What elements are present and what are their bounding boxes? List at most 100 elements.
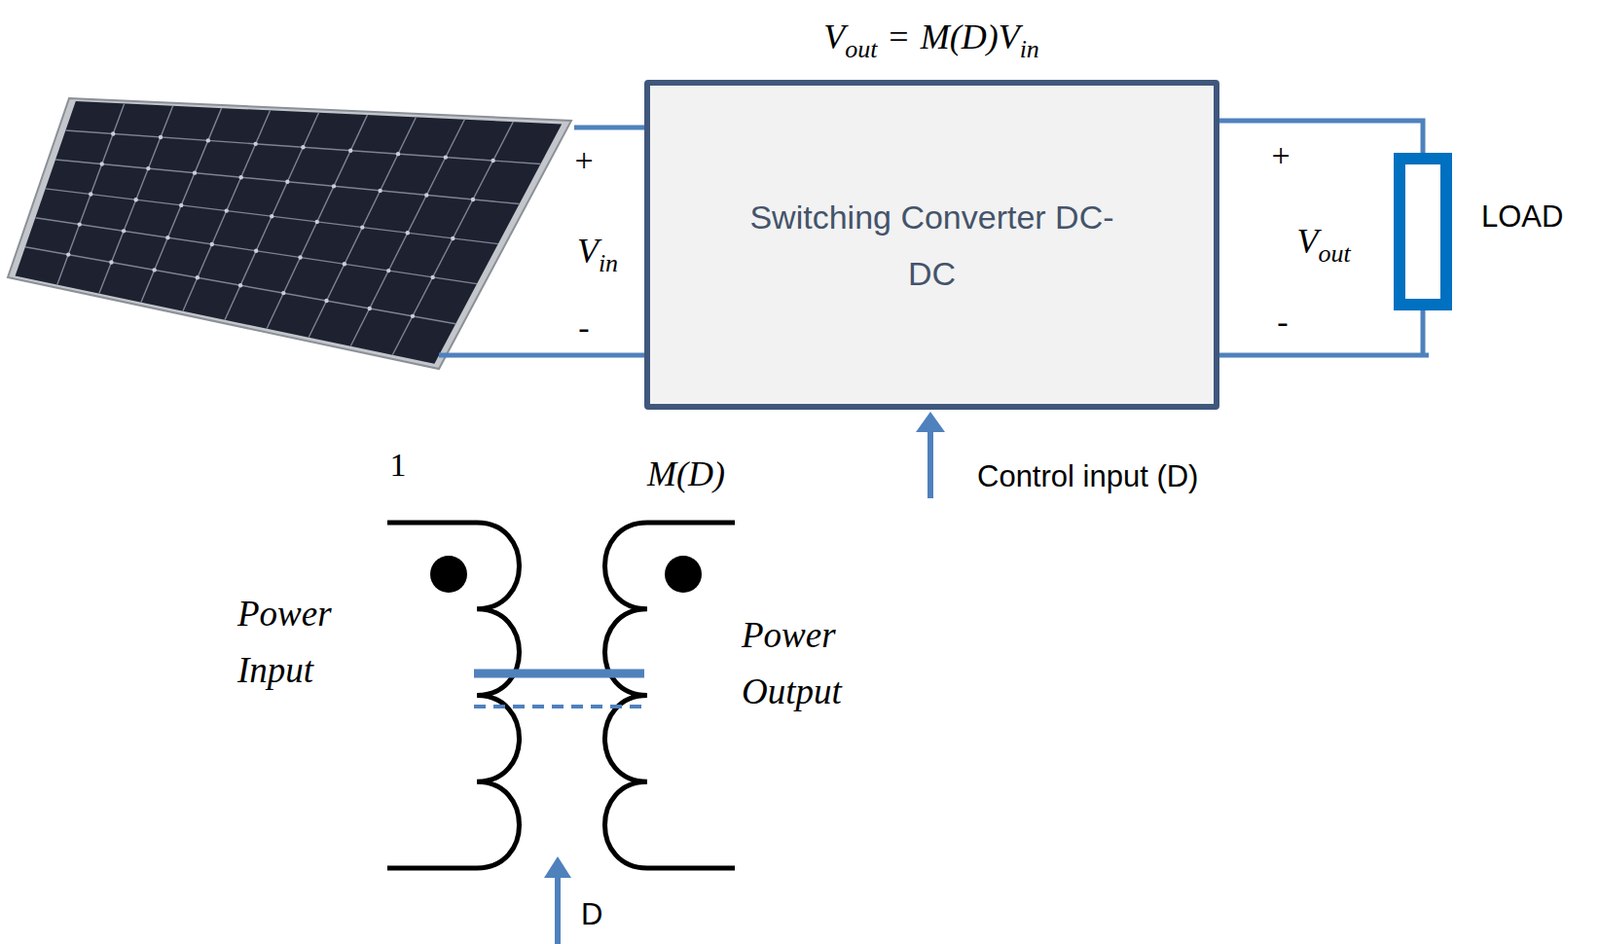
cell-dot: [76, 221, 81, 226]
cell-line: [392, 121, 513, 356]
polarity-sign: +: [574, 142, 593, 180]
math-subscript: out: [844, 35, 877, 64]
cell-dot: [179, 203, 183, 208]
cell-line: [224, 112, 320, 321]
cell-dot: [210, 242, 215, 247]
control-label: Control input (D): [977, 459, 1199, 495]
load-label: LOAD: [1481, 199, 1564, 235]
cell-dot: [405, 230, 410, 235]
control-arrow: [554, 875, 561, 944]
math-subscript: out: [1317, 239, 1350, 268]
cell-line: [266, 114, 367, 329]
polarity-dot: [664, 555, 702, 593]
polarity-sign: +: [1271, 137, 1290, 175]
turns-ratio: 1: [390, 446, 407, 484]
cell-dot: [367, 306, 372, 311]
cell-dot: [490, 158, 495, 163]
cell-dot: [424, 192, 429, 197]
cell-dot: [443, 154, 448, 159]
polarity-sign: -: [1276, 303, 1288, 341]
polarity-dot: [430, 555, 468, 593]
cell-dot: [360, 224, 364, 229]
cell-dot: [254, 249, 258, 254]
cell-dot: [269, 214, 274, 219]
port-label: Power Output: [741, 607, 888, 721]
polarity-sign: -: [578, 309, 589, 347]
cell-line: [55, 159, 520, 205]
cell-dot: [145, 166, 150, 171]
cell-dot: [100, 161, 105, 166]
port-label: Power Input: [237, 585, 374, 699]
cell-dot: [158, 135, 163, 140]
turns-ratio: M(D): [647, 453, 726, 495]
cell-dot: [386, 268, 391, 273]
panel-frame: [7, 98, 572, 369]
cell-dot: [165, 235, 170, 240]
cell-dot: [281, 290, 286, 295]
math-operator: =: [888, 17, 909, 57]
math-symbol: V: [1296, 221, 1318, 261]
math-symbol: M(D): [920, 17, 999, 57]
cell-dot: [151, 267, 156, 272]
cell-dot: [238, 175, 243, 180]
voltage-label: Vin: [577, 233, 619, 277]
wire: [1420, 309, 1426, 356]
cell-dot: [430, 275, 435, 280]
cell-line: [35, 218, 477, 285]
cell-dot: [331, 183, 336, 188]
cell-dot: [66, 252, 71, 256]
cell-dot: [396, 151, 400, 156]
cell-dot: [377, 188, 382, 193]
wire: [1219, 353, 1429, 359]
secondary-winding: [605, 522, 736, 869]
cell-dot: [410, 314, 415, 319]
cell-dot: [471, 197, 475, 202]
wire: [438, 353, 645, 359]
cell-line: [350, 119, 465, 347]
arrow-head: [544, 856, 572, 878]
cell-line: [45, 188, 499, 245]
cell-dot: [134, 197, 139, 202]
math-symbol: V: [577, 231, 599, 271]
cell-line: [65, 130, 541, 164]
cell-dot: [238, 283, 243, 288]
solar-panel: [7, 98, 572, 369]
cell-dot: [88, 191, 93, 196]
cell-dot: [342, 261, 347, 266]
cell-dot: [121, 228, 126, 233]
voltage-label: Vout: [1296, 223, 1350, 267]
cell-dot: [206, 138, 211, 143]
cell-dot: [297, 254, 302, 259]
cell-line: [25, 247, 456, 325]
cell-dot: [285, 180, 290, 184]
cell-line: [182, 109, 271, 311]
converter-box: Switching Converter DC-DC: [644, 79, 1220, 410]
cell-dot: [110, 131, 115, 136]
cell-dot: [224, 208, 229, 213]
cell-dot: [348, 148, 353, 153]
cell-dot: [450, 236, 455, 241]
cell-dot: [300, 145, 305, 149]
core-bar: [473, 669, 645, 679]
cell-line: [308, 116, 416, 337]
arrow-head: [915, 411, 946, 433]
wire: [574, 125, 645, 131]
resistor-symbol: [1399, 158, 1447, 305]
math-symbol: V: [998, 17, 1020, 57]
core-bar-dashed: [473, 704, 645, 709]
formula: Vout=M(D)Vin: [823, 19, 1040, 63]
cell-dot: [109, 259, 113, 264]
cell-dot: [195, 275, 200, 280]
cell-dot: [253, 142, 257, 146]
cell-dot: [192, 170, 197, 175]
math-symbol: V: [823, 17, 845, 57]
math-subscript: in: [598, 249, 619, 278]
cell-dot: [315, 219, 320, 224]
box-title: Switching Converter DC-DC: [747, 188, 1118, 302]
wire: [1219, 120, 1423, 153]
panel-cells: [15, 101, 563, 364]
control-arrow: [927, 430, 934, 499]
math-subscript: in: [1019, 35, 1040, 64]
control-label: D: [581, 897, 603, 933]
